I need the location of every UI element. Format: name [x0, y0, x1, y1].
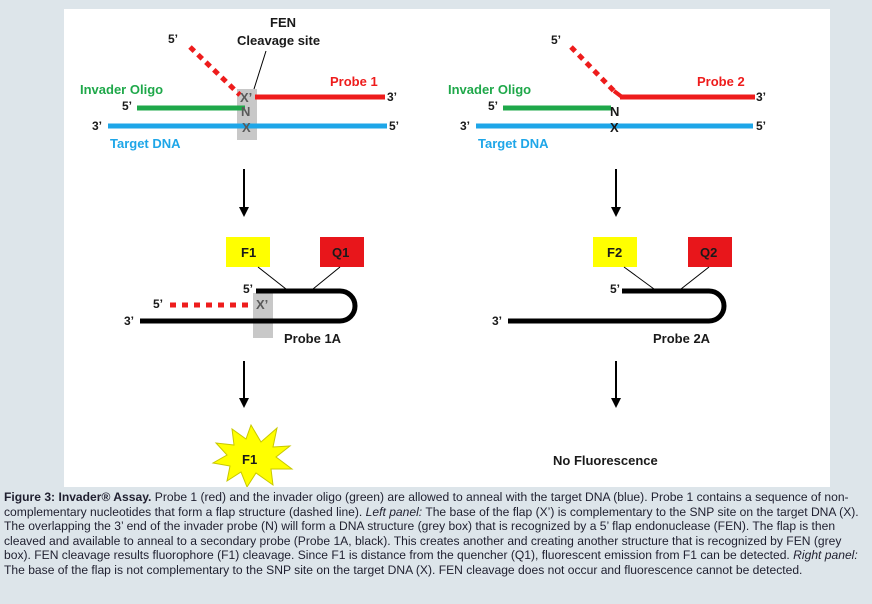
base-x-right: X [610, 120, 619, 135]
invader-5-prime: 5’ [122, 99, 132, 113]
no-fluorescence-label: No Fluorescence [553, 453, 658, 468]
probe2a-hairpin [508, 288, 727, 324]
quencher-q1-label: Q1 [332, 245, 349, 260]
probe2-flap-dashed [569, 45, 616, 93]
base-n: N [241, 104, 250, 119]
q1-connector [312, 266, 341, 290]
left-panel: FEN Cleavage site 5’ Probe 1 3’ Invader … [80, 15, 399, 487]
right-panel: 5’ Probe 2 3’ Invader Oligo 5’ 3’ 5’ Tar… [448, 33, 766, 468]
flap-5-prime: 5’ [168, 32, 178, 46]
invader-label-right: Invader Oligo [448, 82, 531, 97]
invader-assay-figure: FEN Cleavage site 5’ Probe 1 3’ Invader … [64, 9, 830, 487]
caption-title: Invader® Assay. [58, 490, 152, 504]
figure-caption: Figure 3: Invader® Assay. Probe 1 (red) … [4, 490, 866, 578]
target-3-prime: 3’ [92, 119, 102, 133]
invader-5-prime-right: 5’ [488, 99, 498, 113]
base-x-prime: X’ [240, 90, 252, 105]
target-3-prime-right: 3’ [460, 119, 470, 133]
invader-label: Invader Oligo [80, 82, 163, 97]
caption-left-text: The base of the flap (X’) is complementa… [4, 504, 859, 563]
f2-connector [623, 266, 655, 290]
fluorophore-f2-label: F2 [607, 245, 622, 260]
quencher-q2-label: Q2 [700, 245, 717, 260]
caption-sentence-1: Probe 1 (red) and the invader oligo (gre… [4, 490, 849, 519]
probe1-flap-dashed [188, 45, 242, 97]
fluorophore-f1-label: F1 [241, 245, 256, 260]
quencher-q2-box [688, 237, 732, 267]
fluorophore-f2-box [593, 237, 637, 267]
flap-5-prime-right: 5’ [551, 33, 561, 47]
base-x: X [242, 120, 251, 135]
hairpin-5-prime: 5’ [243, 282, 253, 296]
fluorophore-f1-box [226, 237, 270, 267]
probe1-3-prime: 3’ [387, 90, 397, 104]
hairpin-5-prime-right: 5’ [610, 282, 620, 296]
hairpin-3-prime-right: 3’ [492, 314, 502, 328]
fen-title: FEN [270, 15, 296, 30]
base-n-right: N [610, 104, 619, 119]
quencher-q1-box [320, 237, 364, 267]
fen-recognition-box-2 [253, 293, 273, 338]
fluorescence-starburst-icon [211, 423, 294, 487]
figure-diagram: FEN Cleavage site 5’ Probe 1 3’ Invader … [80, 15, 766, 487]
f1-connector [257, 266, 287, 290]
target-label: Target DNA [110, 136, 181, 151]
hairpin-flap-5-prime: 5’ [153, 297, 163, 311]
target-5-prime: 5’ [389, 119, 399, 133]
probe2-label: Probe 2 [697, 74, 745, 89]
caption-right-heading: Right panel: [793, 548, 858, 563]
probe1-label: Probe 1 [330, 74, 378, 89]
probe1a-hairpin [140, 288, 358, 324]
target-label-right: Target DNA [478, 136, 549, 151]
fen-pointer-line [253, 50, 267, 90]
q2-connector [680, 266, 710, 290]
probe1a-label: Probe 1A [284, 331, 342, 346]
probe2-3-prime: 3’ [756, 90, 766, 104]
caption-right-text: The base of the flap is not complementar… [4, 562, 803, 577]
hairpin-x-prime: X’ [256, 297, 268, 312]
f1-emission-label: F1 [242, 452, 257, 467]
caption-figure-label: Figure 3: [4, 490, 56, 504]
target-5-prime-right: 5’ [756, 119, 766, 133]
probe2a-label: Probe 2A [653, 331, 711, 346]
fen-subtitle: Cleavage site [237, 33, 320, 48]
caption-left-heading: Left panel: [365, 504, 423, 519]
hairpin-3-prime: 3’ [124, 314, 134, 328]
